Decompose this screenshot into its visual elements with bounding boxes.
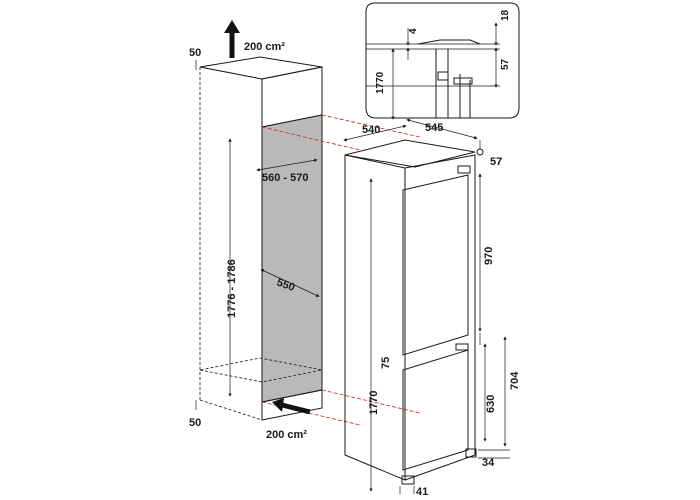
fridge-top	[344, 139, 476, 168]
vent-bottom-label: 200 cm²	[266, 429, 307, 441]
detail-top-a-label: 18	[500, 9, 511, 21]
detail-frame	[365, 2, 520, 119]
cabinet-top-face	[199, 56, 323, 80]
fridge-lower-door	[402, 349, 469, 471]
niche-depth-label: 550	[275, 277, 296, 295]
detail-top-b-label: 4	[408, 28, 419, 34]
niche-height-label: 1776 - 1786	[226, 259, 238, 318]
middle-hinge	[455, 343, 469, 351]
fridge-upper-door	[402, 174, 469, 356]
fridge-side	[344, 154, 406, 481]
niche-width-label: 560 - 570	[262, 172, 308, 184]
hinge-offset-label: 57	[490, 156, 502, 168]
detail-callout	[365, 2, 520, 120]
cabinet-outline-dashed	[199, 66, 263, 400]
bottom-offset-label: 50	[189, 417, 201, 429]
top-offset-label: 50	[189, 47, 201, 59]
gap-label: 75	[380, 357, 392, 369]
niche-back-wall	[261, 114, 323, 403]
foot-label: 41	[416, 486, 428, 498]
appliance-height-label: 1770	[368, 391, 380, 415]
detail-height-label: 1770	[375, 71, 386, 94]
arrow-in-airflow-icon	[272, 398, 311, 415]
appliance-fridge	[344, 139, 484, 485]
cabinet-base-dashed	[199, 357, 323, 383]
depth-body-label: 545	[425, 122, 443, 134]
depth-total-label: 540	[362, 124, 380, 136]
fridge-front	[404, 154, 476, 481]
lower-panel-label: 704	[509, 371, 521, 390]
vent-top-label: 200 cm²	[244, 41, 285, 53]
cabinet-bottom-dashed	[199, 399, 263, 421]
lower-door-label: 630	[485, 395, 497, 413]
hinge-point	[476, 148, 484, 156]
niche-cabinet	[199, 56, 421, 426]
rear-foot	[465, 448, 477, 458]
detail-side-label: 57	[500, 58, 511, 70]
front-foot	[401, 475, 415, 485]
arrow-up-airflow-icon	[224, 20, 240, 58]
plinth-label: 34	[482, 457, 495, 469]
niche-dimensions	[195, 60, 320, 410]
cabinet-plinth	[261, 389, 323, 421]
upper-door-label: 970	[483, 247, 495, 265]
top-hinge	[457, 165, 471, 174]
appliance-dimensions	[343, 118, 510, 494]
